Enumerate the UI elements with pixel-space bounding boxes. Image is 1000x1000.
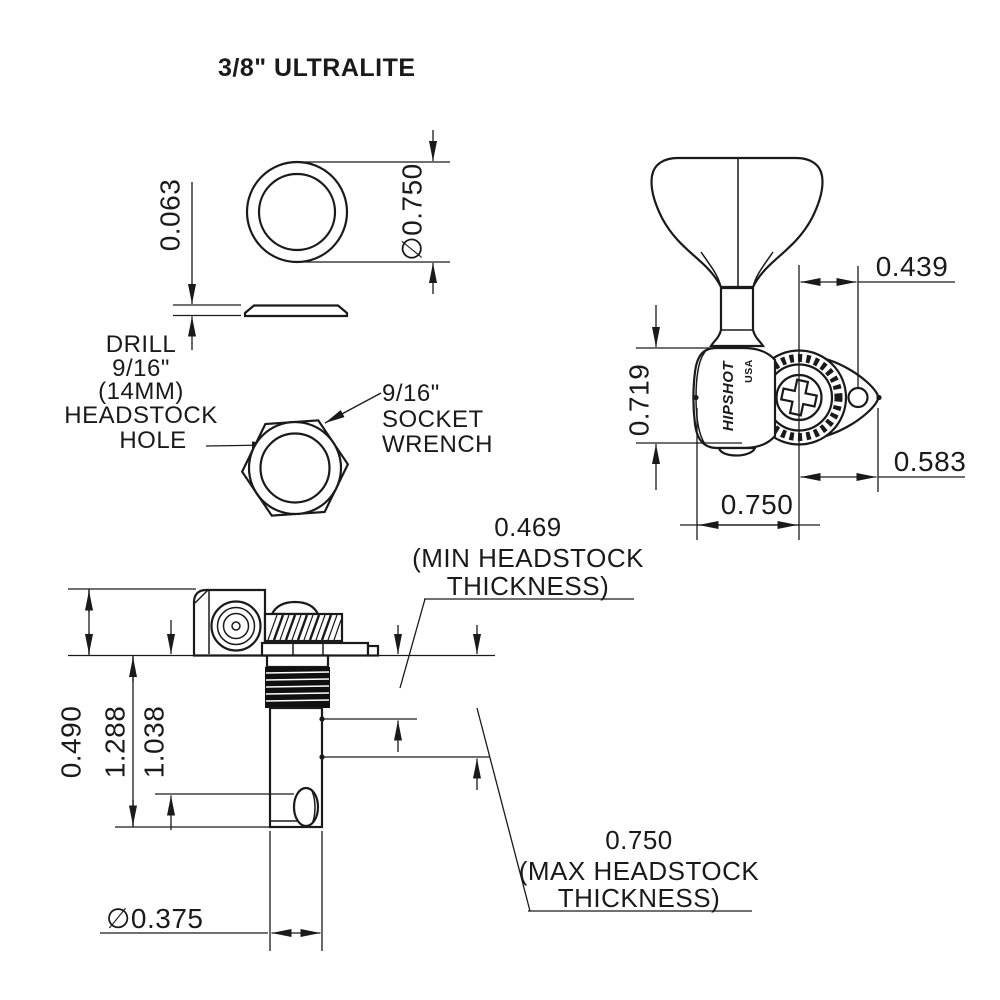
- drill-note-line4: HEADSTOCK: [64, 402, 217, 429]
- socket-note-line3: WRENCH: [382, 431, 493, 458]
- min-thickness-line2: (MIN HEADSTOCK: [412, 543, 644, 573]
- brand-country: USA: [743, 359, 755, 383]
- socket-note-line2: SOCKET: [382, 406, 484, 433]
- dim-washer-thickness: 0.063: [154, 179, 185, 252]
- mount-hole: [847, 386, 869, 409]
- socket-note-line1: 9/16": [382, 380, 440, 407]
- tuner-front-dimensions: 0.439 0.719 0.583 0.750: [623, 251, 966, 540]
- string-hole: [292, 786, 320, 828]
- dim-body-to-center: 0.750: [721, 489, 794, 520]
- dim-washer-diameter: ∅0.750: [396, 163, 427, 260]
- min-thickness-label: 0.469 (MIN HEADSTOCK THICKNESS): [412, 512, 644, 601]
- tuner-side-dimensions: 0.490 1.288 1.038 ∅0.375: [55, 588, 752, 951]
- drill-note-line5: HOLE: [119, 427, 186, 454]
- max-thickness-line2: (MAX HEADSTOCK: [519, 856, 760, 886]
- page-title: 3/8" ULTRALITE: [218, 54, 416, 82]
- max-thickness-value: 0.750: [605, 825, 673, 855]
- dim-housing-height: 0.490: [55, 706, 86, 779]
- washer-side-view: 0.063: [154, 179, 349, 350]
- drill-note-line2: 9/16": [112, 355, 170, 382]
- socket-leader-line: [324, 392, 382, 424]
- hex-nut-view: [240, 392, 382, 517]
- dim-post-diameter: ∅0.375: [106, 903, 203, 934]
- dim-hole-depth: 1.038: [138, 706, 169, 779]
- washer-top-view: ∅0.750: [245, 130, 450, 294]
- drill-note-line3: (14MM): [98, 378, 184, 405]
- max-thickness-line3: THICKNESS): [558, 883, 720, 913]
- drill-note: DRILL 9/16" (14MM) HEADSTOCK HOLE: [64, 331, 273, 454]
- dim-overall-length: 1.288: [99, 706, 130, 779]
- dim-key-offset: 0.439: [876, 251, 949, 282]
- drill-note-line1: DRILL: [106, 331, 177, 358]
- min-thickness-line3: THICKNESS): [447, 571, 609, 601]
- tuner-body: [692, 346, 777, 450]
- tuner-key: [650, 156, 824, 289]
- max-thickness-label: 0.750 (MAX HEADSTOCK THICKNESS): [519, 825, 760, 913]
- min-thickness-value: 0.469: [494, 512, 562, 542]
- tuner-front-view: HIPSHOT USA: [650, 156, 882, 457]
- tuner-side-view: [192, 588, 380, 829]
- dim-ear-to-center: 0.583: [894, 446, 967, 477]
- brand-logo: HIPSHOT: [720, 360, 737, 432]
- socket-wrench-note: 9/16" SOCKET WRENCH: [382, 380, 493, 458]
- dim-body-height: 0.719: [623, 364, 654, 437]
